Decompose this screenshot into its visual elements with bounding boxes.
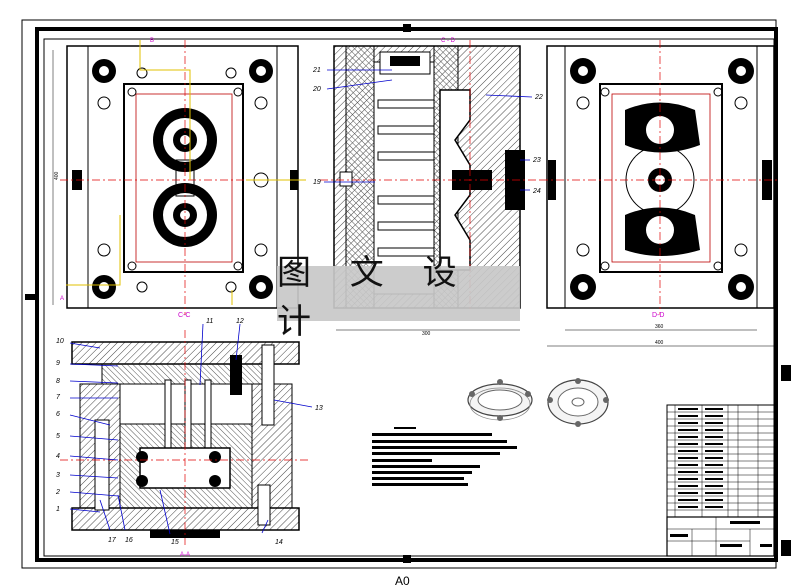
callout-8: 8 xyxy=(56,378,60,385)
callout-24: 24 xyxy=(532,188,541,195)
callout-17: 17 xyxy=(108,537,117,544)
view-d-d: 360 400 D-D xyxy=(540,40,780,347)
watermark-banner: 图 文 设 计 xyxy=(277,253,520,342)
callout-14: 14 xyxy=(275,539,283,546)
callout-2: 2 xyxy=(55,489,60,496)
view-c-c: 400 B A C-C xyxy=(52,38,306,319)
callout-19: 19 xyxy=(313,179,321,186)
technical-notes xyxy=(372,427,517,486)
callout-22: 22 xyxy=(534,94,543,101)
sheet-size-label: A0 xyxy=(395,574,410,588)
section-marker-a: A xyxy=(60,296,64,302)
view-label-c-c: C-C xyxy=(178,312,190,319)
callout-5: 5 xyxy=(56,433,60,440)
callout-13: 13 xyxy=(315,405,323,412)
svg-text:400: 400 xyxy=(54,171,60,180)
view-a-a: 10 9 8 7 6 5 4 3 2 1 17 16 15 14 11 12 1… xyxy=(55,318,323,558)
callout-4: 4 xyxy=(56,453,60,460)
callout-23: 23 xyxy=(532,157,541,164)
callout-11: 11 xyxy=(206,318,213,325)
callout-10: 10 xyxy=(56,338,64,345)
title-block xyxy=(666,516,775,557)
svg-text:360: 360 xyxy=(655,324,664,330)
view-label-a-a: A-A xyxy=(180,552,190,558)
callout-9: 9 xyxy=(56,360,60,367)
callout-15: 15 xyxy=(171,539,179,546)
view-c-d: 300 C - D 21 20 22 19 23 24 xyxy=(312,38,543,337)
callout-16: 16 xyxy=(125,537,133,544)
svg-text:400: 400 xyxy=(655,340,664,346)
callout-3: 3 xyxy=(56,472,60,479)
section-marker-b: B xyxy=(150,38,154,44)
callout-6: 6 xyxy=(56,411,60,418)
part-isometric-views xyxy=(467,378,609,427)
callout-7: 7 xyxy=(56,394,61,401)
parts-list-table xyxy=(666,404,775,518)
view-label-c-d: C - D xyxy=(441,38,456,44)
view-label-d-d: D-D xyxy=(652,312,664,319)
callout-12: 12 xyxy=(236,318,244,325)
callout-1: 1 xyxy=(56,506,60,513)
callout-21: 21 xyxy=(312,67,321,74)
callout-20: 20 xyxy=(312,86,321,93)
svg-text:300: 300 xyxy=(422,331,431,337)
